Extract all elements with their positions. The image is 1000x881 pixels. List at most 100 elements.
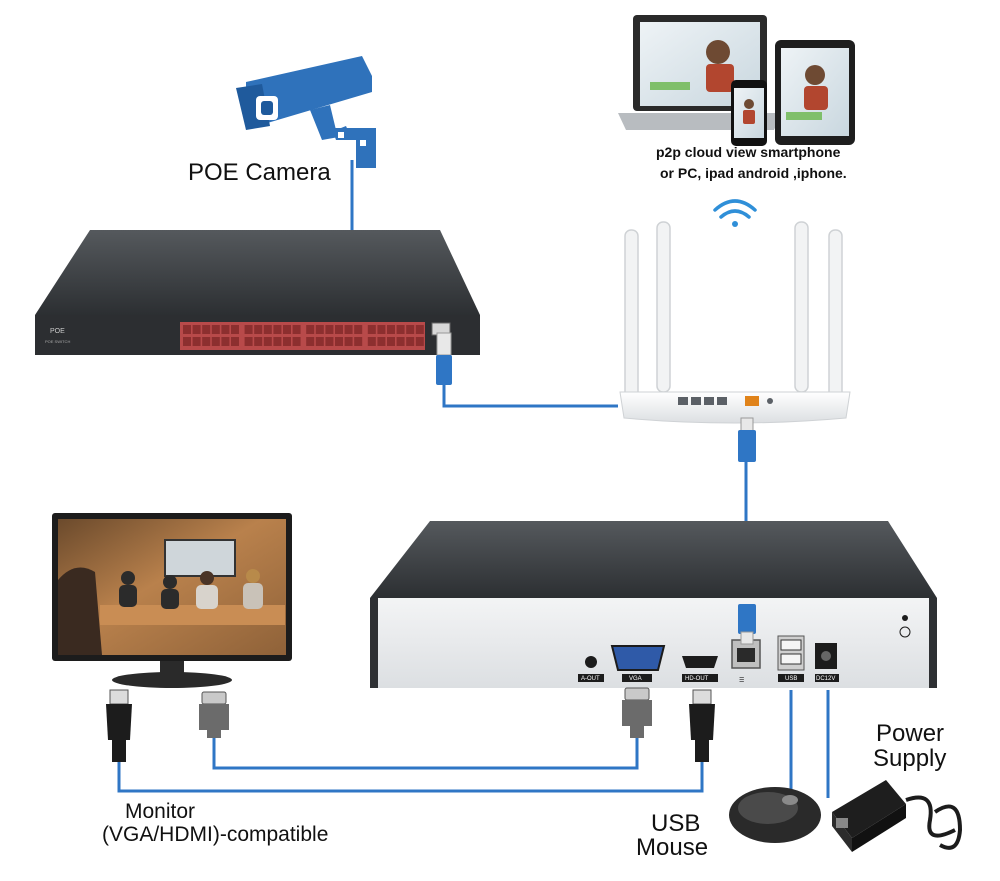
router-rj45-plug (738, 417, 756, 462)
camera-icon (236, 56, 376, 168)
p2p-label-line1: p2p cloud view smartphone (656, 144, 841, 160)
nvr-port-hdmi: HD-OUT (682, 656, 718, 682)
switch-port (315, 325, 324, 334)
switch-model: POE SWITCH (45, 339, 70, 344)
switch-port (315, 337, 324, 346)
nvr-top (370, 521, 937, 598)
switch-port (283, 337, 291, 346)
cables (117, 160, 830, 798)
switch-port (254, 337, 263, 346)
cable-switch-to-router (442, 385, 618, 408)
monitor: Monitor (VGA/HDMI)-compatible (52, 513, 328, 846)
nvr-port-usb: USB (777, 635, 805, 682)
switch-port (292, 325, 301, 334)
switch-port (292, 337, 301, 346)
power-supply: Power Supply (832, 720, 963, 852)
switch-port (221, 337, 230, 346)
poe-camera: POE Camera (188, 56, 376, 186)
switch-port (396, 325, 405, 334)
nvr-port-vga: VGA (610, 645, 666, 682)
switch-poe-ports (180, 322, 425, 350)
switch-port (306, 337, 315, 346)
power-supply-label-line2: Supply (873, 745, 946, 772)
switch-port (335, 337, 343, 346)
port-label-usb: USB (785, 676, 797, 682)
switch-port (202, 337, 211, 346)
monitor-stand (112, 672, 232, 688)
wifi-icon (713, 199, 757, 227)
cable-vga (212, 738, 639, 770)
router-body (619, 391, 851, 424)
switch-port (211, 325, 220, 334)
switch-port (406, 337, 415, 346)
usb-mouse-label-line1: USB (651, 810, 700, 837)
switch-port (244, 337, 253, 346)
hdmi-plug-monitor (106, 689, 132, 762)
switch-port (263, 325, 272, 334)
poe-switch: POE POE SWITCH (35, 230, 480, 385)
laptop (618, 15, 782, 130)
switch-port (344, 325, 353, 334)
mouse-icon (729, 787, 821, 843)
switch-port-grid (183, 325, 424, 346)
power-adapter-icon (832, 780, 963, 852)
switch-port (387, 337, 395, 346)
ground-symbol (899, 615, 911, 638)
port-label-dc12v: DC12V (816, 676, 835, 682)
monitor-label-line1: Monitor (125, 800, 195, 823)
port-label-hd-out: HD-OUT (685, 676, 709, 682)
switch-port (183, 337, 191, 346)
smartphone (731, 80, 767, 146)
p2p-label-line2: or PC, ipad android ,iphone. (660, 165, 847, 181)
switch-rj45-plug (436, 332, 452, 385)
switch-port (273, 337, 282, 346)
switch-port (406, 325, 415, 334)
switch-port (183, 325, 191, 334)
switch-port (192, 337, 201, 346)
port-label-vga: VGA (629, 676, 642, 682)
switch-port (306, 325, 315, 334)
switch-port (377, 337, 386, 346)
switch-port (325, 325, 334, 334)
nvr-port-audio-out: A-OUT (578, 656, 604, 682)
hdmi-plug-nvr (689, 689, 715, 762)
switch-port (415, 337, 424, 346)
vga-plug-monitor (199, 691, 229, 738)
vga-plug-nvr (622, 687, 652, 738)
nvr-back-panel (370, 598, 937, 688)
nvr-rj45-plug (738, 604, 756, 645)
switch-port (244, 325, 253, 334)
nvr-port-dc: DC12V (815, 643, 839, 682)
switch-port (354, 337, 363, 346)
switch-top (35, 230, 480, 315)
switch-port (202, 325, 211, 334)
switch-port (387, 325, 395, 334)
switch-port (273, 325, 282, 334)
monitor-label-line2-text: (VGA/HDMI)-compatible (102, 823, 328, 846)
usb-mouse: USB Mouse (636, 787, 821, 861)
switch-port (367, 325, 376, 334)
switch-port (231, 325, 239, 334)
power-supply-label-line1: Power (876, 720, 944, 747)
switch-port (335, 325, 343, 334)
poe-camera-label: POE Camera (188, 159, 331, 186)
lan-symbol: ☰ (739, 677, 744, 684)
switch-port (231, 337, 239, 346)
switch-port (192, 325, 201, 334)
tablet (775, 40, 855, 145)
router-antennas (624, 221, 843, 401)
switch-port (396, 337, 405, 346)
switch-port (415, 325, 424, 334)
switch-port (283, 325, 291, 334)
switch-port (354, 325, 363, 334)
switch-port (263, 337, 272, 346)
switch-port (211, 337, 220, 346)
switch-port (344, 337, 353, 346)
usb-mouse-label-line2: Mouse (636, 834, 708, 861)
monitor-label-line2: (VGA/HDMI)-compatible (102, 823, 328, 846)
router (619, 221, 851, 462)
switch-port (377, 325, 386, 334)
port-label-a-out: A-OUT (581, 676, 600, 682)
viewing-devices: p2p cloud view smartphone or PC, ipad an… (618, 15, 855, 227)
